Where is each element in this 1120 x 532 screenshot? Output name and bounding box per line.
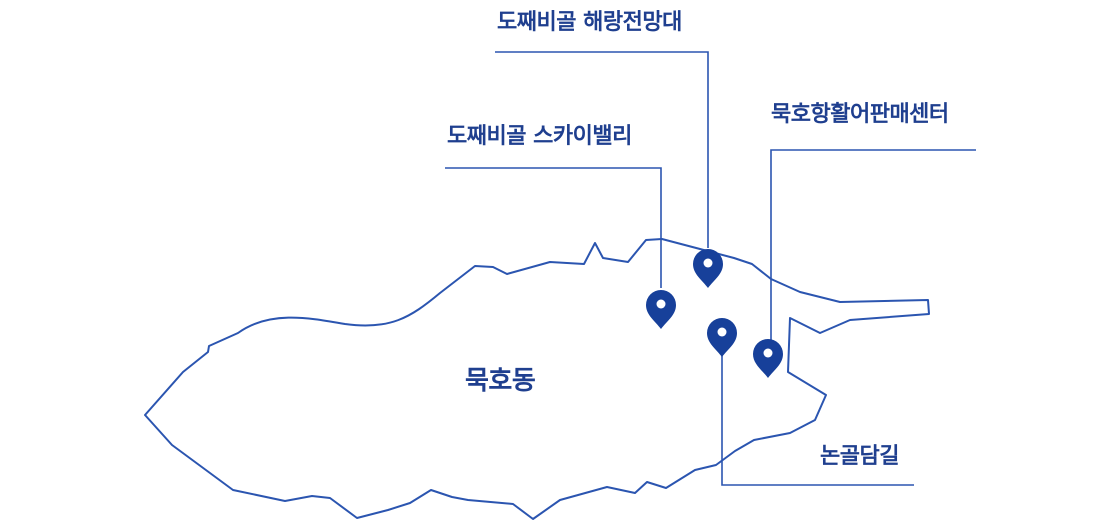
callout-lines bbox=[445, 51, 976, 486]
map-pin-icon[interactable] bbox=[646, 290, 676, 329]
leader-line-skyvalley bbox=[445, 167, 662, 288]
place-label-skyvalley: 도째비골 스카이밸리 bbox=[447, 124, 632, 149]
map-pin-icon[interactable] bbox=[707, 318, 737, 357]
leader-line-nongoldamgil bbox=[721, 332, 914, 486]
leader-line-fishmarket bbox=[770, 149, 976, 340]
district-outline bbox=[144, 238, 930, 520]
place-label-observatory: 도째비골 해랑전망대 bbox=[497, 10, 682, 35]
region-label: 묵호동 bbox=[465, 366, 536, 396]
leader-line-observatory bbox=[495, 51, 709, 248]
map-pin-icon[interactable] bbox=[753, 339, 783, 378]
place-label-nongoldamgil: 논골담길 bbox=[820, 444, 899, 469]
place-label-fishmarket: 묵호항활어판매센터 bbox=[771, 102, 949, 127]
map-pin-icon[interactable] bbox=[693, 249, 723, 288]
map-pins bbox=[646, 249, 783, 378]
